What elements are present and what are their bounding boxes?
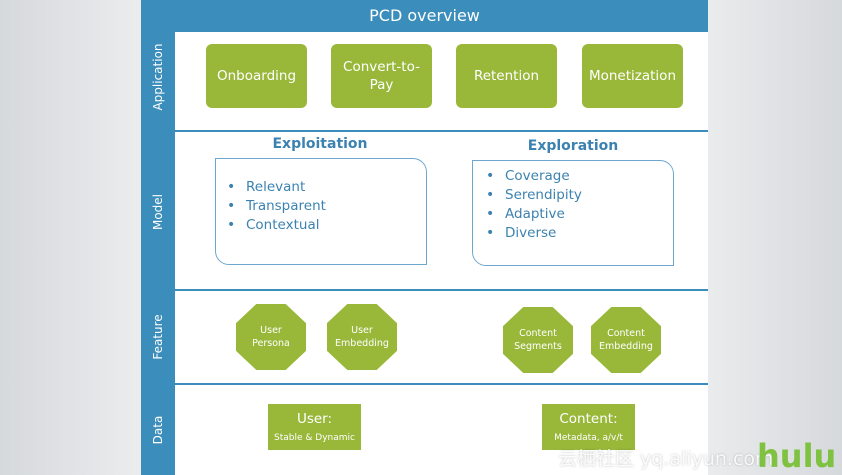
feature-label-line2: Persona — [252, 338, 290, 349]
row-divider — [175, 383, 708, 385]
exploitation-item: Relevant — [224, 178, 426, 197]
exploitation-item: Transparent — [224, 197, 426, 216]
feature-label-line2: Embedding — [599, 341, 653, 352]
feature-label-line1: Content — [607, 328, 645, 339]
data-user-box: User: Stable & Dynamic — [268, 404, 361, 450]
row-label-bar — [141, 32, 175, 475]
data-content-title: Content: — [559, 411, 618, 427]
exploitation-item: Contextual — [224, 216, 426, 235]
hulu-logo: hulu — [757, 437, 837, 475]
feature-label-line2: Embedding — [335, 338, 389, 349]
data-user-title: User: — [296, 411, 333, 427]
exploration-item: Adaptive — [483, 205, 673, 224]
app-convert-to-pay-label: Convert-to-Pay — [343, 59, 420, 93]
feature-label-line1: Content — [519, 328, 557, 339]
data-content-subtitle: Metadata, a/v/t — [554, 433, 623, 443]
app-retention-box: Retention — [456, 44, 557, 108]
data-content-box: Content: Metadata, a/v/t — [542, 404, 635, 450]
page-title: PCD overview — [141, 0, 708, 32]
feature-label-line1: User — [351, 325, 373, 336]
row-divider — [175, 289, 708, 291]
exploration-box: Coverage Serendipity Adaptive Diverse — [472, 160, 674, 266]
row-divider — [175, 130, 708, 132]
data-user-subtitle: Stable & Dynamic — [274, 433, 355, 443]
exploration-item: Serendipity — [483, 186, 673, 205]
feature-label-line2: Segments — [514, 341, 562, 352]
exploration-item: Coverage — [483, 167, 673, 186]
app-monetization-box: Monetization — [582, 44, 683, 108]
exploration-item: Diverse — [483, 224, 673, 243]
app-convert-to-pay-box: Convert-to-Pay — [331, 44, 432, 108]
app-onboarding-box: Onboarding — [206, 44, 307, 108]
exploitation-heading: Exploitation — [272, 136, 368, 152]
exploration-heading: Exploration — [527, 138, 619, 154]
watermark-text: 云栖社区 yq.aliyun.com — [558, 448, 774, 470]
feature-label-line1: User — [260, 325, 282, 336]
exploitation-box: Relevant Transparent Contextual — [215, 158, 427, 265]
